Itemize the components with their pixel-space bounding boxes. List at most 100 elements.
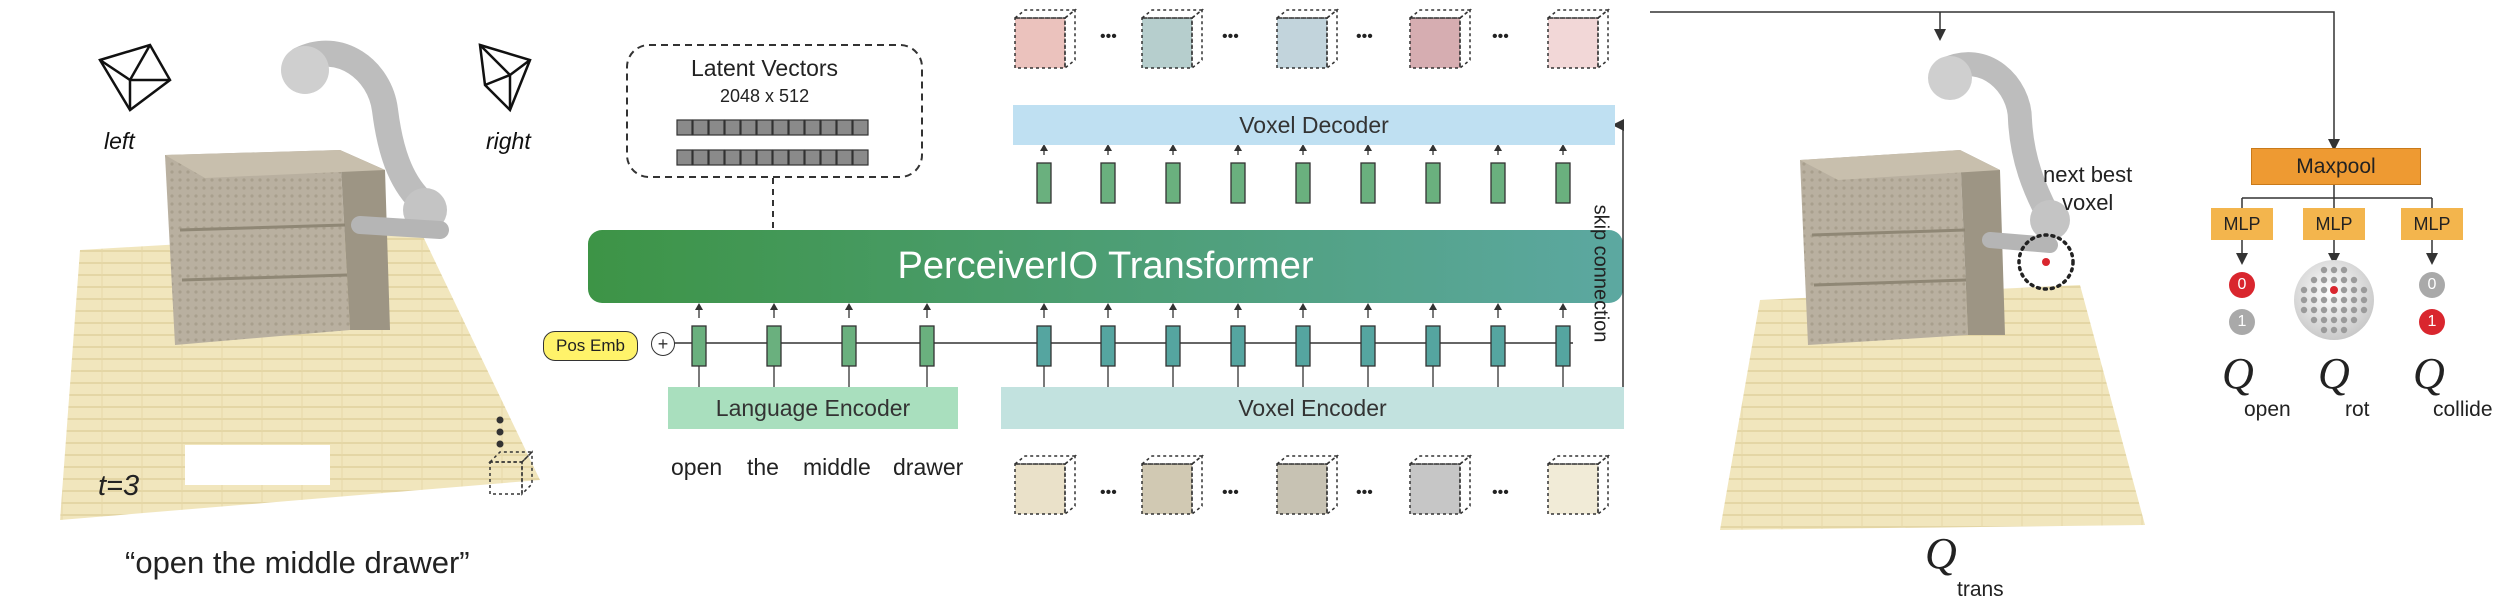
rotation-bin-dot [2340, 296, 2348, 304]
rotation-bin-dot [2320, 316, 2328, 324]
decoder-tokens [1036, 144, 1571, 204]
latent-vector-cell [724, 149, 741, 166]
instruction-word: the [747, 454, 779, 480]
token-icon [1490, 144, 1506, 204]
latent-vector-cell [772, 149, 789, 166]
latent-vector-cell [756, 149, 773, 166]
latent-vector-cell [788, 119, 805, 136]
timestep-label: t=3 [98, 470, 140, 502]
latent-vector-cell [804, 149, 821, 166]
collide-value-1: 1 [2419, 309, 2445, 335]
next-best-voxel-marker [2017, 233, 2075, 291]
maxpool-block: Maxpool [2251, 148, 2421, 185]
camera-right-icon [478, 43, 532, 113]
output-route-line [1650, 11, 2340, 151]
latent-vector-cell [708, 149, 725, 166]
token-icon [1036, 144, 1052, 204]
token-icon [1165, 303, 1181, 367]
q-open-symbol: Q [2222, 349, 2254, 398]
rotation-bin-dot [2300, 286, 2308, 294]
rotation-bin-dot [2300, 306, 2308, 314]
instruction-word: open [671, 454, 723, 480]
latent-vector-cell [820, 149, 837, 166]
latent-vector-cell [788, 149, 805, 166]
voxel-cube-icon [1407, 8, 1473, 70]
rotation-bin-dot [2330, 296, 2338, 304]
rotation-bin-dot [2320, 296, 2328, 304]
rotation-bin-dot [2310, 306, 2318, 314]
transformer-block-bg [588, 230, 1623, 303]
voxel-cube-icon [1012, 454, 1078, 516]
input-voxel-row [1012, 454, 1611, 516]
latent-vector-cell [852, 149, 869, 166]
latent-vector-cell [708, 119, 725, 136]
latent-vector-cell [852, 119, 869, 136]
q-trans-symbol: Q [1925, 529, 1957, 578]
rotation-bin-dot [2350, 296, 2358, 304]
rotation-bin-dot [2340, 286, 2348, 294]
encoder-tokens [691, 303, 1571, 387]
token-icon [1100, 303, 1116, 367]
voxel-cube-icon [1545, 8, 1611, 70]
rotation-bin-dot [2330, 286, 2338, 294]
token-icon [1036, 303, 1052, 367]
voxel-encoder-block: Voxel Encoder [1001, 387, 1624, 429]
rotation-bin-dot [2340, 266, 2348, 274]
bottom-ellipsis: ••• [1356, 484, 1373, 501]
token-icon [1230, 303, 1246, 367]
rotation-bin-dot [2350, 316, 2358, 324]
rotation-bin-dot [2320, 286, 2328, 294]
top-ellipsis: ••• [1222, 28, 1239, 45]
latent-vector-cell [676, 119, 693, 136]
language-encoder-block: Language Encoder [668, 387, 958, 429]
latent-vector-cell [724, 119, 741, 136]
rotation-bin-dot [2310, 286, 2318, 294]
latent-vector-cell [836, 149, 853, 166]
mlp-collide-block: MLP [2401, 208, 2463, 240]
rotation-bin-dot [2320, 266, 2328, 274]
left-voxel-scene [60, 40, 540, 520]
rotation-bin-dot [2340, 276, 2348, 284]
top-ellipsis: ••• [1492, 28, 1509, 45]
next-best-voxel-label: next best voxel [2043, 162, 2133, 215]
token-icon [1230, 144, 1246, 204]
mlp-open-block: MLP [2211, 208, 2273, 240]
latent-vector-cell [692, 119, 709, 136]
plus-icon: + [651, 332, 675, 356]
token-icon [1360, 303, 1376, 367]
token-icon [1100, 144, 1116, 204]
rotation-bin-dot [2330, 326, 2338, 334]
q-heads [2236, 183, 2438, 340]
token-icon [841, 303, 857, 367]
pos-emb-block: Pos Emb [543, 331, 638, 361]
collide-value-0: 0 [2419, 272, 2445, 298]
rotation-bin-dot [2330, 266, 2338, 274]
voxel-cube-icon [488, 450, 534, 496]
q-rot-symbol: Q [2318, 349, 2350, 398]
latent-vectors-size: 2048 x 512 [720, 86, 810, 106]
instruction-word: drawer [893, 454, 964, 480]
q-collide-subscript: collide [2433, 398, 2493, 421]
camera-left-label: left [104, 128, 135, 154]
token-icon [1165, 144, 1181, 204]
right-voxel-scene [1720, 52, 2145, 530]
token-icon [1555, 303, 1571, 367]
q-trans-subscript: trans [1957, 578, 2004, 601]
latent-vector-cell [772, 119, 789, 136]
latent-vector-cell [820, 119, 837, 136]
token-icon [919, 303, 935, 367]
instruction-word: middle [803, 454, 871, 480]
token-icon [1555, 144, 1571, 204]
latent-vectors-panel [626, 44, 923, 228]
open-value-1: 1 [2229, 309, 2255, 335]
rotation-bin-dot [2300, 296, 2308, 304]
bottom-ellipsis: ••• [1492, 484, 1509, 501]
top-ellipsis: ••• [1356, 28, 1373, 45]
token-icon [1295, 144, 1311, 204]
voxel-cube-icon [1139, 8, 1205, 70]
instruction-caption: “open the middle drawer” [125, 545, 470, 580]
skip-connection-label: skip connection [1589, 204, 1612, 343]
rotation-bin-dot [2330, 276, 2338, 284]
latent-vector-cell [676, 149, 693, 166]
voxel-cube-icon [1012, 8, 1078, 70]
